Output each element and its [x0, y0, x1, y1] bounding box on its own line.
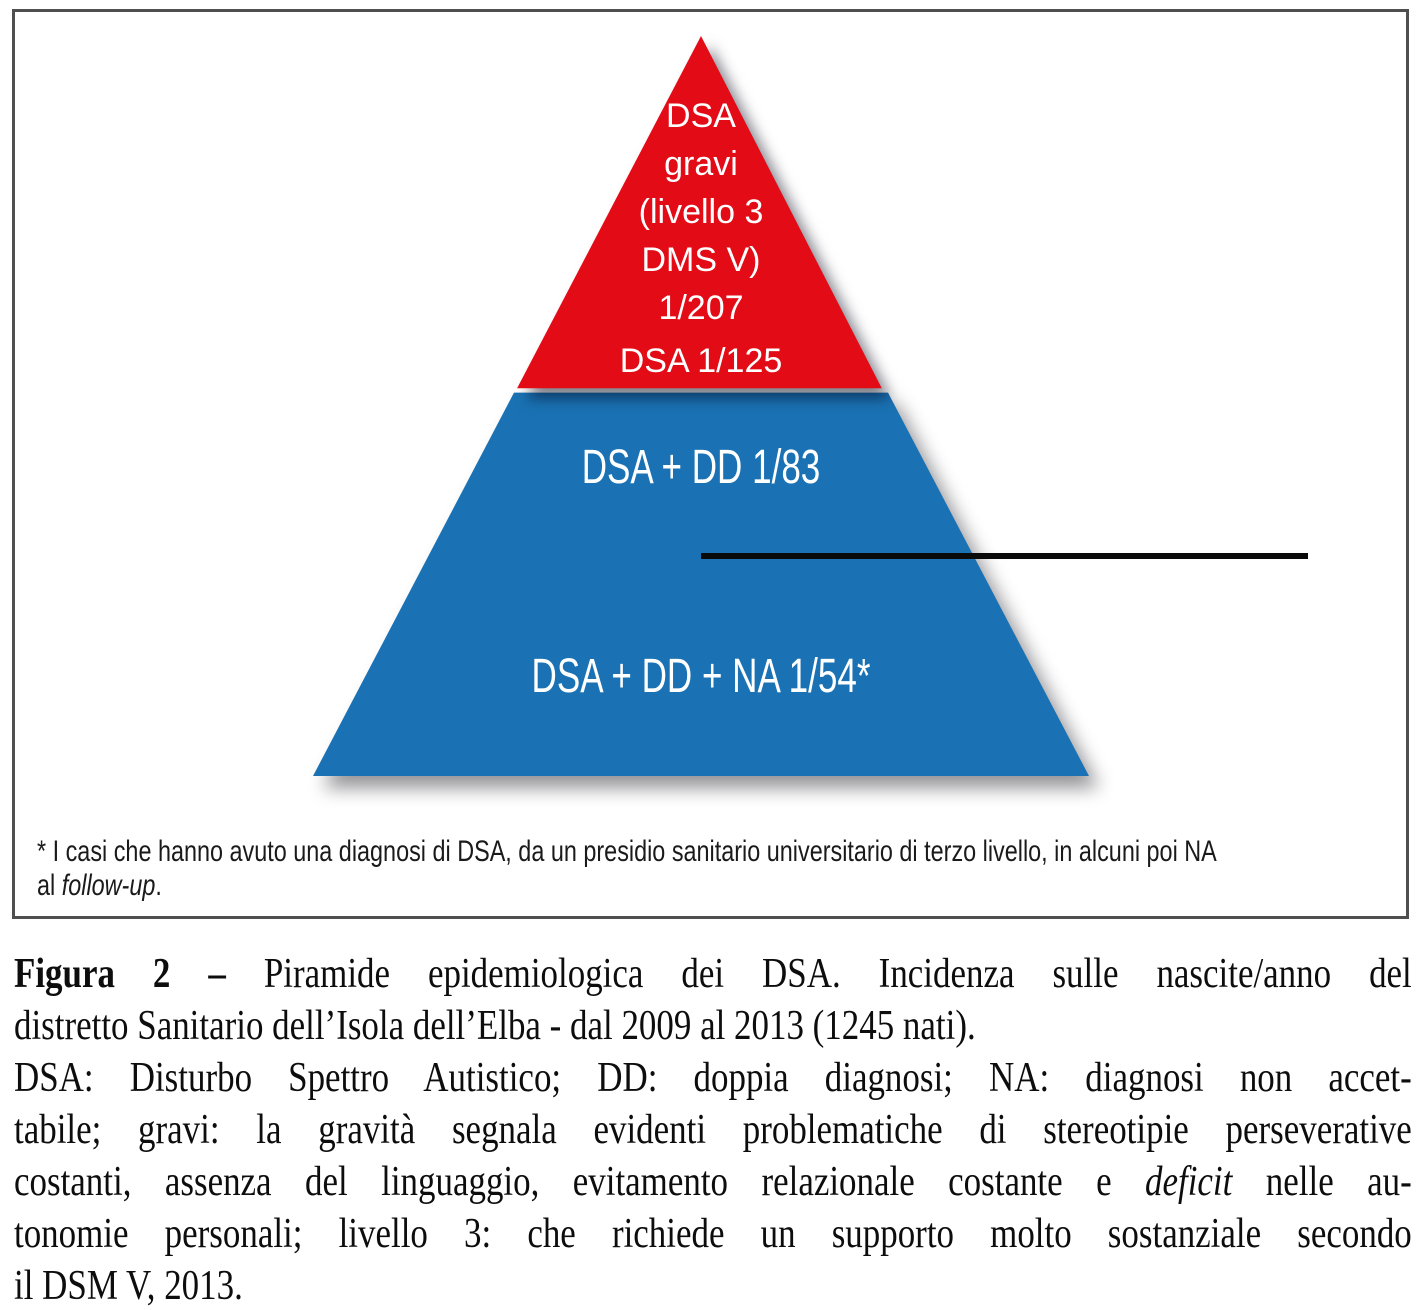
footnote: * I casi che hanno avuto una diagnosi di…: [37, 835, 1424, 903]
caption-line-3: DSA: Disturbo Spettro Autistico; DD: dop…: [14, 1055, 1412, 1101]
caption-line-5: costanti, assenza del linguaggio, evitam…: [14, 1156, 1412, 1208]
pyramid-lower-section: [313, 36, 1089, 776]
footnote-line-1: * I casi che hanno avuto una diagnosi di…: [37, 835, 1217, 868]
top-label-line: (livello 3: [638, 193, 764, 231]
caption-line-5-post: nelle au-: [1265, 1159, 1412, 1205]
caption-line-6: tonomie personali; livello 3: che richie…: [14, 1211, 1412, 1257]
top-label-line: 1/207: [658, 289, 744, 327]
caption-line-1: Figura 2 – Piramide epidemiologica dei D…: [14, 948, 1412, 1000]
caption-deficit-italic: deficit: [1145, 1159, 1233, 1205]
figure-caption: Figura 2 – Piramide epidemiologica dei D…: [14, 948, 1412, 1310]
bottom-section-label: DSA + DD + NA 1/54*: [531, 650, 871, 703]
caption-line-5-pre: costanti, assenza del linguaggio, evitam…: [14, 1159, 1112, 1205]
caption-line-1-text: Piramide epidemiologica dei DSA. Inciden…: [263, 951, 1412, 997]
pyramid-top-section: [313, 36, 1089, 776]
caption-figure-label: Figura 2 –: [14, 951, 226, 997]
footnote-line-2-prefix: al: [37, 869, 56, 902]
pyramid-divider-line: [701, 553, 1308, 559]
top-label-line: DMS V): [641, 241, 761, 279]
caption-line-7: il DSM V, 2013.: [14, 1263, 243, 1309]
top-label-line: DSA: [666, 97, 736, 135]
caption-line-4: tabile; gravi: la gravità segnala eviden…: [14, 1107, 1412, 1153]
footnote-line-2-suffix: .: [155, 869, 162, 902]
footnote-followup-italic: follow-up: [61, 869, 156, 902]
top-label-line: gravi: [664, 145, 738, 183]
middle-section-label: DSA + DD 1/83: [581, 441, 821, 494]
red-base-label: DSA 1/125: [619, 342, 783, 380]
figure-box: DSA gravi (livello 3 DMS V) 1/207 DSA 1/…: [12, 9, 1409, 919]
caption-line-2: distretto Sanitario dell’Isola dell’Elba…: [14, 1003, 976, 1049]
footnote-line-2: al follow-up.: [37, 869, 1424, 903]
top-section-labels: DSA gravi (livello 3 DMS V) 1/207: [313, 92, 1089, 332]
dsa-epidemiological-pyramid: DSA gravi (livello 3 DMS V) 1/207 DSA 1/…: [313, 36, 1308, 776]
